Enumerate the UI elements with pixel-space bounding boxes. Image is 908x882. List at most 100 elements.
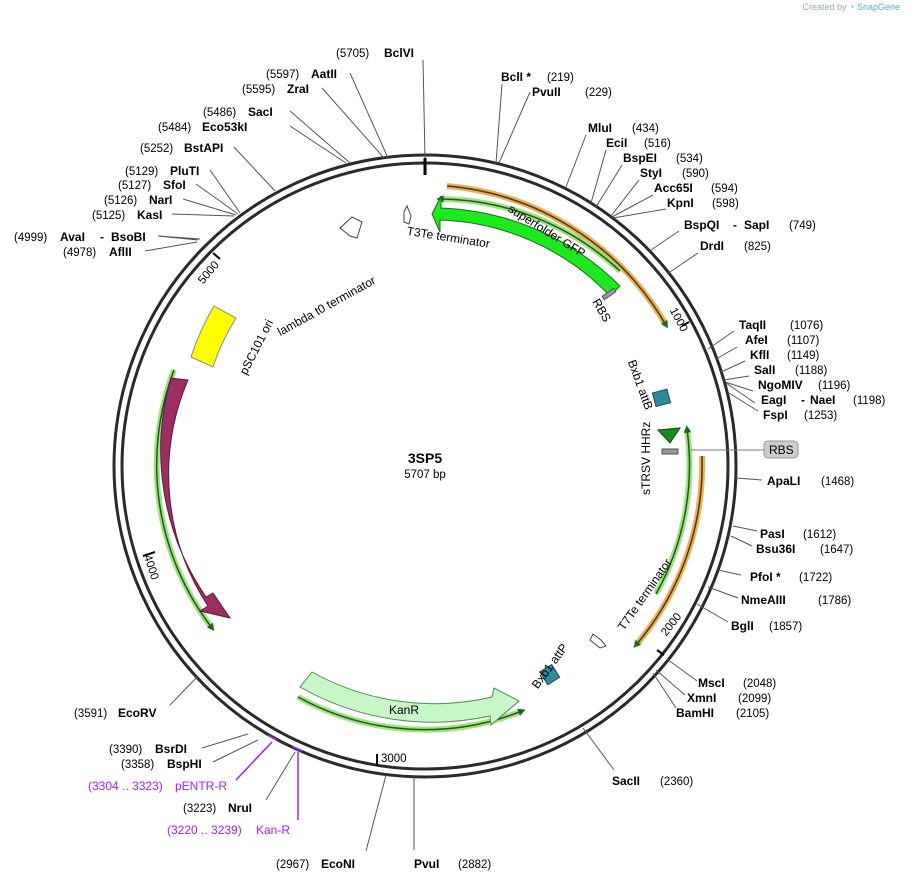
site-pos-afei: (1107) (787, 335, 820, 347)
site-pos-pvuii: (229) (585, 87, 612, 99)
site-name-bspqi: BspQI (684, 218, 719, 232)
site-pos-bstapi: (5252) (140, 143, 173, 155)
site-name-bcli: BclI * (501, 70, 531, 84)
label-strsv-hhrz: sTRSV HHRz (639, 422, 653, 495)
site-name-avai: AvaI (60, 230, 85, 244)
label-rbs-callout: RBS (769, 443, 794, 457)
site-name-pfoi: PfoI * (750, 570, 781, 584)
site-pos-sali: (1188) (795, 365, 828, 377)
site-name-sapi: SapI (744, 218, 769, 232)
site-pos-aatii: (5597) (266, 69, 299, 81)
site-name-bsu36i: Bsu36I (756, 542, 795, 556)
site-name-pluti: PluTI (170, 164, 199, 178)
site-name-kpni: KpnI (667, 196, 694, 210)
site-name-drdi: DrdI (700, 239, 724, 253)
site-pos-ecorv: (3591) (74, 708, 107, 720)
label-psc101-ori: pSC101 ori (237, 317, 277, 377)
site-sep-eagi: - (801, 393, 805, 407)
site-pos-kasi: (5125) (92, 210, 125, 222)
site-sep-bspqi: - (733, 218, 737, 232)
site-pos-pluti: (5129) (125, 166, 158, 178)
feature-bxb1-attp (539, 663, 561, 686)
site-pos-xmni: (2099) (738, 693, 771, 705)
site-name-sfoi: SfoI (163, 178, 186, 192)
site-name-afei: AfeI (745, 333, 768, 347)
site-pos-econi: (2967) (276, 859, 309, 871)
site-name-acc65i: Acc65I (654, 181, 693, 195)
site-pos-sfoi: (5127) (118, 180, 151, 192)
site-pos-acc65i: (594) (711, 183, 738, 195)
enzyme-labels: (5705) BclVI (5597) AatII (5595) ZraI (5… (14, 46, 886, 871)
site-name-ecii: EciI (606, 136, 627, 150)
site-pos-drdi: (825) (744, 241, 771, 253)
site-pos-pfoi: (1722) (799, 572, 832, 584)
feature-lambda-t0-terminator (339, 216, 363, 239)
orf-arc-gfp (446, 183, 669, 327)
label-lambda-t0-terminator: lambda t0 terminator (275, 273, 378, 339)
site-name-bsphi: BspHI (167, 757, 202, 771)
site-name-apali: ApaLI (767, 474, 800, 488)
site-pos-bsphi: (3358) (121, 759, 154, 771)
site-name-sacii: SacII (612, 774, 640, 788)
site-sep-avai: - (100, 230, 104, 244)
site-pos-kfli: (1149) (787, 350, 820, 362)
site-name-pasi: PasI (760, 527, 785, 541)
site-name-taqii: TaqII (739, 318, 766, 332)
credit-prefix: Created by (802, 2, 847, 12)
rbs-mark-gfp (601, 287, 617, 301)
site-name-bclvi: BclVI (384, 46, 414, 60)
site-name-bsrdi: BsrDI (155, 742, 187, 756)
label-t3te-terminator: T3Te terminator (406, 224, 491, 251)
site-name-kfli: KflI (750, 348, 769, 362)
site-name-bspei: BspEI (623, 151, 657, 165)
credit-brand: SnapGene (856, 2, 900, 12)
site-pos-fspi: (1253) (804, 410, 837, 422)
primer-range-pentr-r: (3304 .. 3323) (88, 779, 163, 793)
site-name-saci: SacI (248, 105, 273, 119)
plasmid-name: 3SP5 (408, 450, 442, 466)
primer-name-pentr-r: pENTR-R (175, 779, 227, 793)
site-pos-eagi: (1198) (853, 395, 886, 407)
site-name-nrui: NruI (228, 801, 252, 815)
site-name-styi: StyI (640, 166, 662, 180)
site-name-fspi: FspI (763, 408, 788, 422)
site-name-bamhi: BamHI (676, 706, 714, 720)
site-name-bgli: BglI (731, 619, 754, 633)
site-name-mlui: MluI (588, 121, 612, 135)
site-pos-pasi: (1612) (803, 529, 836, 541)
site-pos-bsu36i: (1647) (820, 544, 853, 556)
site-pos-avai: (4999) (14, 232, 47, 244)
site-name-pvuii: PvuII (532, 85, 561, 99)
feature-t7te-terminator (589, 633, 607, 649)
site-name-ngomiv: NgoMIV (758, 378, 803, 392)
rbs-mark-right (661, 448, 679, 455)
site-name-aflii: AflII (109, 245, 132, 259)
site-name-bsobi: BsoBI (111, 230, 146, 244)
feature-kanr (299, 671, 520, 726)
site-pos-eco53ki: (5484) (158, 122, 191, 134)
site-pos-bspei: (534) (676, 153, 703, 165)
site-pos-bspqi: (749) (789, 220, 816, 232)
site-name-aatii: AatII (311, 67, 337, 81)
site-pos-saci: (5486) (203, 107, 236, 119)
site-pos-bclvi: (5705) (336, 48, 369, 60)
site-name-nari: NarI (149, 193, 172, 207)
plasmid-size: 5707 bp (404, 469, 446, 481)
site-pos-nrui: (3223) (183, 803, 216, 815)
site-pos-sacii: (2360) (660, 776, 693, 788)
site-name-nmeaiii: NmeAIII (741, 593, 786, 607)
label-kanr: KanR (389, 703, 419, 717)
site-name-ecorv: EcoRV (118, 706, 156, 720)
site-name-kasi: KasI (137, 208, 162, 222)
site-pos-bcli: (219) (547, 72, 574, 84)
primer-lines (235, 734, 303, 820)
feature-bxb1-attb (651, 388, 672, 408)
site-pos-kpni: (598) (712, 198, 739, 210)
site-pos-bgli: (1857) (769, 621, 802, 633)
feature-superfolder-gfp (431, 195, 621, 297)
snapgene-credit: Created by ◔ SnapGene (802, 2, 900, 12)
site-name-eagi: EagI (761, 393, 786, 407)
site-pos-bamhi: (2105) (736, 708, 769, 720)
site-name-pvui: PvuI (414, 857, 439, 871)
site-name-sali: SalI (754, 363, 775, 377)
